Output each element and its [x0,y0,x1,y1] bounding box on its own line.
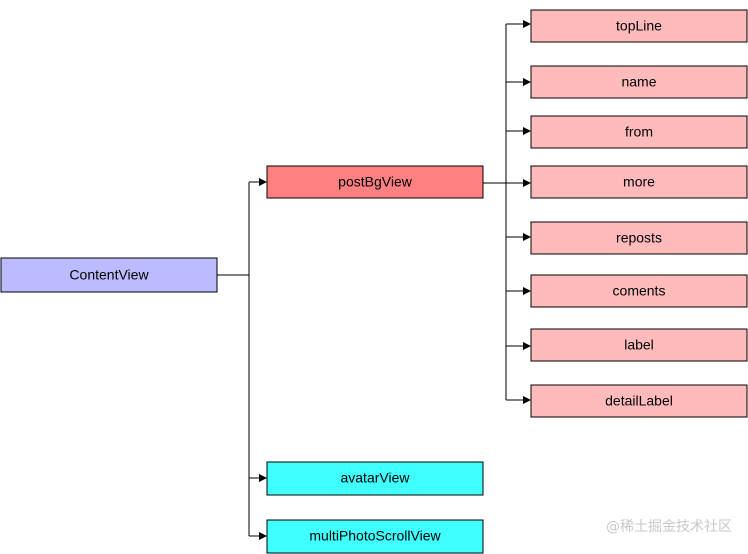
node-coments-label: coments [613,283,666,299]
connectors-postbgview [483,20,531,404]
node-topline-box [530,9,748,43]
node-reposts: reposts [530,221,748,255]
node-label: label [530,328,748,362]
node-from: from [530,115,748,149]
node-more-label: more [623,174,655,190]
node-label-label: label [624,337,654,353]
node-contentview-label: ContentView [69,267,149,283]
node-avatarview: avatarView [266,461,484,496]
node-coments-box [530,274,748,308]
node-name-box [530,65,748,99]
node-more-box [530,165,748,199]
connectors-root [217,178,267,540]
watermark: @稀土掘金技术社区 [606,519,732,535]
node-coments: coments [530,274,748,308]
node-multiphotoscrollview-box [266,519,484,554]
node-postbgview: postBgView [266,165,484,199]
node-from-label: from [625,124,653,140]
node-detaillabel-box [530,384,748,418]
node-label-box [530,328,748,362]
node-contentview: ContentView [0,257,218,293]
node-from-box [530,115,748,149]
node-multiphotoscrollview-label: multiPhotoScrollView [309,528,441,544]
node-avatarview-label: avatarView [340,470,410,486]
node-contentview-box [0,257,218,293]
node-topline-label: topLine [616,18,662,34]
node-postbgview-box [266,165,484,199]
node-multiphotoscrollview: multiPhotoScrollView [266,519,484,554]
node-more: more [530,165,748,199]
node-name-label: name [621,74,656,90]
node-avatarview-box [266,461,484,496]
node-topline: topLine [530,9,748,43]
node-name: name [530,65,748,99]
node-reposts-box [530,221,748,255]
node-detaillabel-label: detailLabel [605,393,673,409]
node-detaillabel: detailLabel [530,384,748,418]
node-reposts-label: reposts [616,230,662,246]
node-postbgview-label: postBgView [338,174,413,190]
